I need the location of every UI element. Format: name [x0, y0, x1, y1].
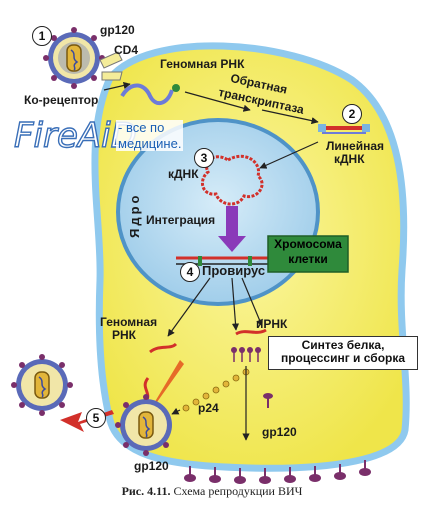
virus-released	[11, 354, 73, 416]
watermark-text-line2: медицине.	[118, 136, 181, 152]
caption-prefix: Рис. 4.11.	[122, 484, 171, 498]
label-genomic-rna-top: Геномная РНК	[160, 58, 244, 71]
label-genomic-rna-bottom-1: Геномная	[100, 316, 157, 329]
label-gp120-top: gp120	[100, 24, 135, 37]
step-5-badge: 5	[86, 408, 106, 428]
label-linear-cdna-1: Линейная	[326, 140, 384, 153]
label-cd4: CD4	[114, 44, 138, 57]
watermark-text: - все по медицине.	[116, 120, 183, 151]
watermark-text-line1: - все по	[118, 120, 181, 136]
label-chromosome-1: Хромосома	[268, 238, 348, 251]
fireaid-watermark: FireAiD - все по медицине.	[14, 116, 194, 166]
label-gp120-bottom: gp120	[134, 460, 169, 473]
label-mrna: иРНК	[256, 318, 287, 331]
label-integration: Интеграция	[146, 214, 215, 227]
step-2-badge: 2	[342, 104, 362, 124]
label-nucleus: Ядро	[128, 193, 142, 238]
label-synthesis-2: процессинг и сборка	[269, 352, 417, 365]
step-3-badge: 3	[194, 148, 214, 168]
step-4-badge: 4	[180, 262, 200, 282]
label-gp120-right: gp120	[262, 426, 297, 439]
virus-attaching	[43, 27, 105, 89]
label-linear-cdna-2: кДНК	[334, 153, 365, 166]
label-provirus: Провирус	[202, 264, 265, 278]
figure-caption: Рис. 4.11. Схема репродукции ВИЧ	[0, 484, 424, 499]
step-1-badge: 1	[32, 26, 52, 46]
label-co-receptor: Ко-рецептор	[24, 94, 98, 107]
label-chromosome-2: клетки	[268, 253, 348, 266]
caption-text: Схема репродукции ВИЧ	[173, 484, 302, 498]
label-p24: p24	[198, 402, 219, 415]
label-genomic-rna-bottom-2: РНК	[112, 329, 136, 342]
synthesis-box: Синтез белка, процессинг и сборка	[268, 336, 418, 370]
label-cdna: кДНК	[168, 168, 199, 181]
